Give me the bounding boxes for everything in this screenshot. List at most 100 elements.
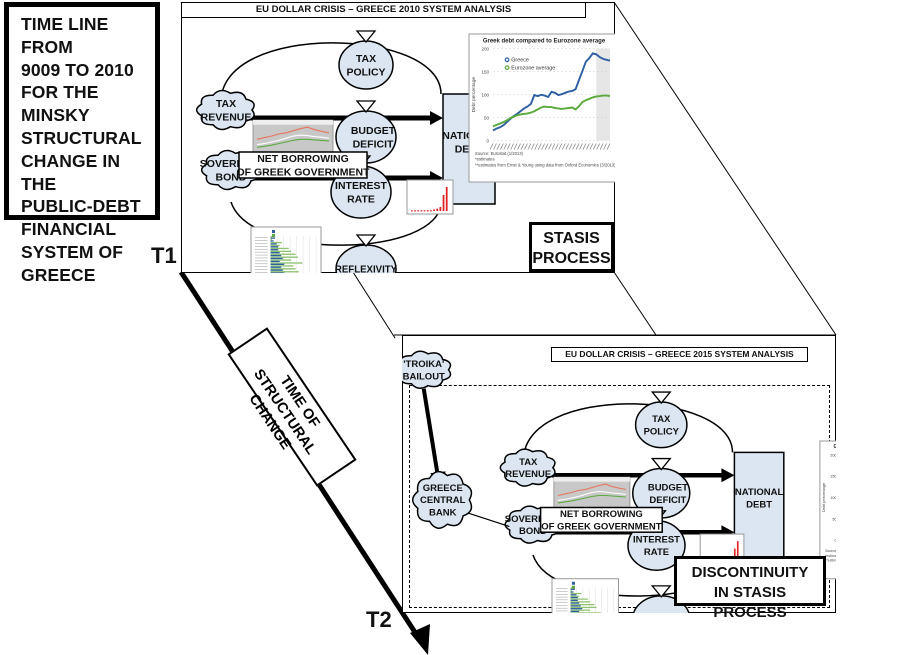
bar	[270, 236, 273, 238]
bar	[570, 592, 582, 595]
bar	[270, 256, 298, 258]
note-line: DISCONTINUITY	[691, 564, 809, 581]
greek-debt-chart: Greek debt compared to Eurozone average0…	[819, 440, 836, 580]
tax-revenue-label-line: REVENUE	[201, 112, 252, 124]
panel-2010-header: EU DOLLAR CRISIS – GREECE 2010 SYSTEM AN…	[181, 2, 586, 18]
bar	[270, 262, 303, 264]
bar	[270, 246, 279, 248]
bar	[420, 210, 423, 212]
troika-bailout-cloud	[402, 350, 452, 389]
bar	[270, 260, 280, 263]
bar	[270, 251, 280, 254]
national-finances-chart	[252, 119, 334, 155]
bar	[270, 241, 282, 244]
note-line: IN STASIS PROCESS	[713, 584, 787, 621]
bar	[270, 259, 292, 261]
bar	[570, 612, 601, 613]
panel-2015-header: EU DOLLAR CRISIS – GREECE 2015 SYSTEM AN…	[551, 347, 808, 362]
timeline-title-line: SYSTEM OF	[21, 241, 124, 262]
valve-icon	[650, 457, 672, 471]
bar	[570, 604, 595, 606]
series-line	[557, 490, 626, 501]
x-tick-label	[500, 143, 504, 150]
budget-deficit-label-line: BUDGET	[351, 125, 396, 137]
legend-marker	[504, 65, 510, 71]
bar	[270, 257, 283, 260]
timeline-title-line: CHANGE IN THE	[21, 150, 121, 194]
troika-bailout-cloud-shape	[402, 350, 452, 389]
stasis-process-note: STASIS PROCESS	[529, 222, 614, 272]
reflexivity-label: REFLEXIVITY	[335, 264, 398, 273]
bar	[570, 588, 575, 590]
net-borrowing-box	[238, 151, 368, 179]
chart-footnote: *estimates	[825, 554, 836, 558]
y-axis-label: Debt percentage	[821, 482, 826, 512]
bar	[570, 609, 591, 611]
t1-label: T1	[151, 243, 177, 268]
chart-footnote: *estimates	[475, 157, 495, 162]
y-tick-label: 100	[830, 496, 836, 500]
chart-title	[253, 120, 333, 125]
tax-revenue-to-debt-arrow-head	[430, 111, 443, 125]
tax-revenue-cloud-shape	[499, 448, 556, 487]
x-tick-label	[568, 143, 573, 150]
x-tick-label	[537, 143, 542, 150]
x-tick-label	[524, 143, 528, 150]
bar	[270, 269, 283, 271]
x-tick-label	[572, 143, 576, 150]
troika-bailout-label-line: 'TROIKA'	[403, 359, 444, 370]
x-tick-label	[582, 143, 587, 150]
greece-central-bank-label-line: CENTRAL	[420, 495, 466, 506]
panel-2010-loop-diagram: NATIONALDEBTTAXPOLICYBUDGETDEFICITINTERE…	[195, 30, 615, 273]
series-line	[256, 126, 330, 140]
bar	[442, 195, 445, 211]
bar	[570, 594, 577, 596]
bar	[414, 210, 416, 212]
series-line	[256, 134, 330, 146]
bar	[270, 244, 280, 247]
projection-line	[613, 271, 657, 336]
x-tick-label	[575, 143, 580, 150]
reflexivity-label-line: REFLEXIVITY	[335, 264, 398, 273]
bar	[570, 591, 574, 593]
bar	[570, 595, 580, 597]
series-line	[256, 138, 330, 148]
x-tick-label	[534, 143, 539, 150]
x-tick-label	[527, 143, 532, 150]
bar	[570, 602, 580, 604]
reflexivity-loop	[230, 201, 442, 246]
y-tick-label: 50	[832, 517, 836, 521]
interest-rate-chart	[406, 179, 454, 215]
chart-title	[553, 477, 630, 482]
tax-policy-label-line: TAX	[652, 414, 671, 425]
tax-policy-loop	[220, 42, 442, 103]
bar	[570, 599, 578, 601]
bar	[570, 587, 573, 589]
time-axis-arrowhead	[410, 624, 430, 655]
y-tick-label: 0	[486, 138, 489, 143]
x-tick-label	[503, 143, 508, 150]
valve-icon	[650, 391, 672, 405]
series-line-eurozone-average	[492, 94, 611, 128]
projection-line	[613, 1, 837, 336]
bar	[570, 598, 588, 600]
bar	[270, 237, 276, 239]
y-tick-label: 100	[481, 92, 489, 97]
net-borrowing-box	[539, 506, 663, 533]
x-tick-label	[510, 143, 514, 150]
bar	[570, 590, 572, 592]
x-tick-label	[541, 143, 545, 150]
series-line	[557, 483, 627, 497]
x-tick-label	[561, 143, 566, 150]
bar	[570, 596, 578, 599]
